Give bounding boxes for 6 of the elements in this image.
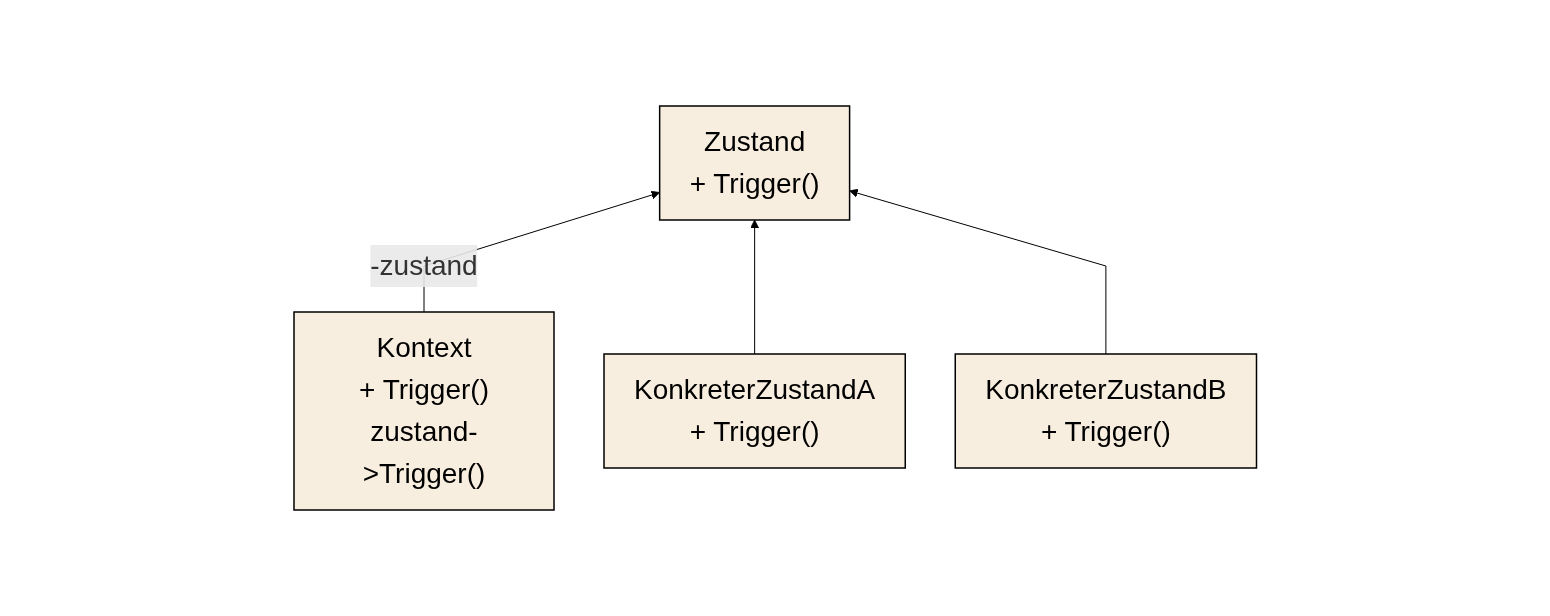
node-box: KonkreterZustandB + Trigger() <box>954 353 1257 469</box>
node-box: Kontext + Trigger() zustand->Trigger() <box>293 311 555 511</box>
arrow <box>750 219 759 355</box>
edge-label: -zustand <box>370 250 478 281</box>
node-box: KonkreterZustandA + Trigger() <box>603 353 906 469</box>
node-box: Zustand + Trigger() <box>658 105 851 221</box>
